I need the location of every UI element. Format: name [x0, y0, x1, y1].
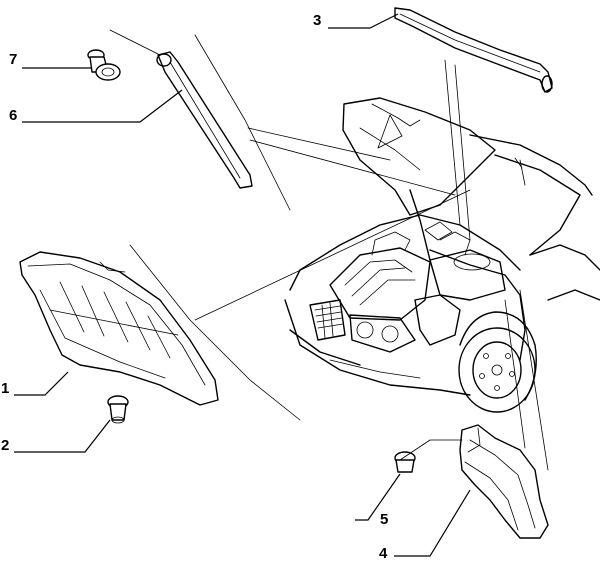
leader-2 [14, 419, 111, 453]
callout-5: 5 [380, 511, 389, 528]
guide-lines [109, 29, 549, 471]
part-5-grommet [394, 451, 416, 473]
part-4-splash-shield [459, 424, 549, 539]
leader-5 [355, 473, 401, 521]
wheel-arch [459, 311, 537, 401]
grille [309, 299, 346, 341]
part-1-engine-cover [19, 251, 219, 406]
headlight [349, 314, 416, 353]
engine-block [329, 247, 431, 321]
part-7-clip [87, 49, 121, 81]
part-2-fastener [107, 395, 129, 424]
callout-6: 6 [9, 107, 18, 124]
leader-3 [328, 13, 399, 29]
open-hood [342, 97, 496, 216]
callout-1: 1 [1, 380, 10, 397]
callout-2: 2 [1, 437, 10, 454]
leader-6 [22, 89, 183, 123]
front-wheel [458, 327, 536, 413]
callout-7: 7 [9, 51, 18, 68]
leader-4 [394, 489, 471, 557]
leader-1 [14, 371, 69, 396]
windshield-edge [469, 134, 593, 196]
leader-lines [14, 13, 471, 557]
car-body [284, 97, 600, 413]
part-3-seal-strip [394, 7, 553, 93]
part-6-strip [156, 51, 253, 189]
callout-4: 4 [379, 545, 388, 562]
front-bumper [284, 299, 471, 396]
engine-bay-rim [299, 214, 521, 271]
callout-3: 3 [313, 12, 322, 29]
